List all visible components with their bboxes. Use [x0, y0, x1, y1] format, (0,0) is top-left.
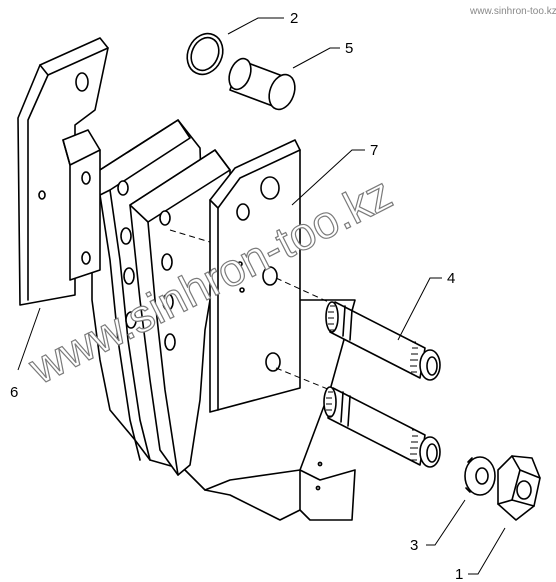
callout-3: 3	[410, 537, 418, 554]
part-4-bolt-lower	[323, 386, 441, 468]
hole	[161, 253, 173, 271]
hole	[236, 203, 250, 221]
part-4-bolt-upper	[325, 301, 441, 381]
part-5-bushing	[228, 57, 296, 111]
hole	[81, 251, 91, 265]
hole	[117, 180, 129, 196]
hole	[262, 266, 278, 286]
callout-5: 5	[345, 40, 353, 57]
bolt-tip	[426, 443, 438, 463]
hole	[125, 311, 137, 329]
part-1-hex-nut	[497, 455, 541, 521]
hole	[75, 72, 89, 92]
callout-7: 7	[370, 142, 378, 159]
dot-marker	[237, 261, 243, 267]
callout-4: 4	[447, 270, 455, 287]
hole	[162, 293, 174, 311]
hole	[164, 333, 176, 351]
callout-1: 1	[455, 566, 463, 582]
dot-marker	[239, 287, 245, 293]
hole	[265, 352, 281, 372]
hole	[120, 227, 132, 245]
dot-marker	[315, 485, 321, 491]
callout-6: 6	[10, 384, 18, 401]
hole	[123, 267, 135, 285]
hole	[81, 171, 91, 185]
bolt-tip	[426, 356, 438, 376]
callout-2: 2	[290, 10, 298, 27]
centerline	[275, 367, 336, 393]
part-3-washer	[464, 456, 496, 496]
part-2-ring	[186, 32, 224, 76]
part-6-rear-plate	[17, 37, 109, 306]
hole	[260, 176, 280, 200]
hole	[38, 190, 46, 200]
centerline	[169, 229, 211, 243]
centerline	[275, 277, 336, 306]
watermark-corner: www.sinhron-too.kz	[469, 6, 556, 17]
part-7-front-plate	[209, 139, 301, 413]
dot-marker	[317, 461, 323, 467]
leader-lines	[17, 17, 506, 575]
hole	[159, 210, 171, 226]
